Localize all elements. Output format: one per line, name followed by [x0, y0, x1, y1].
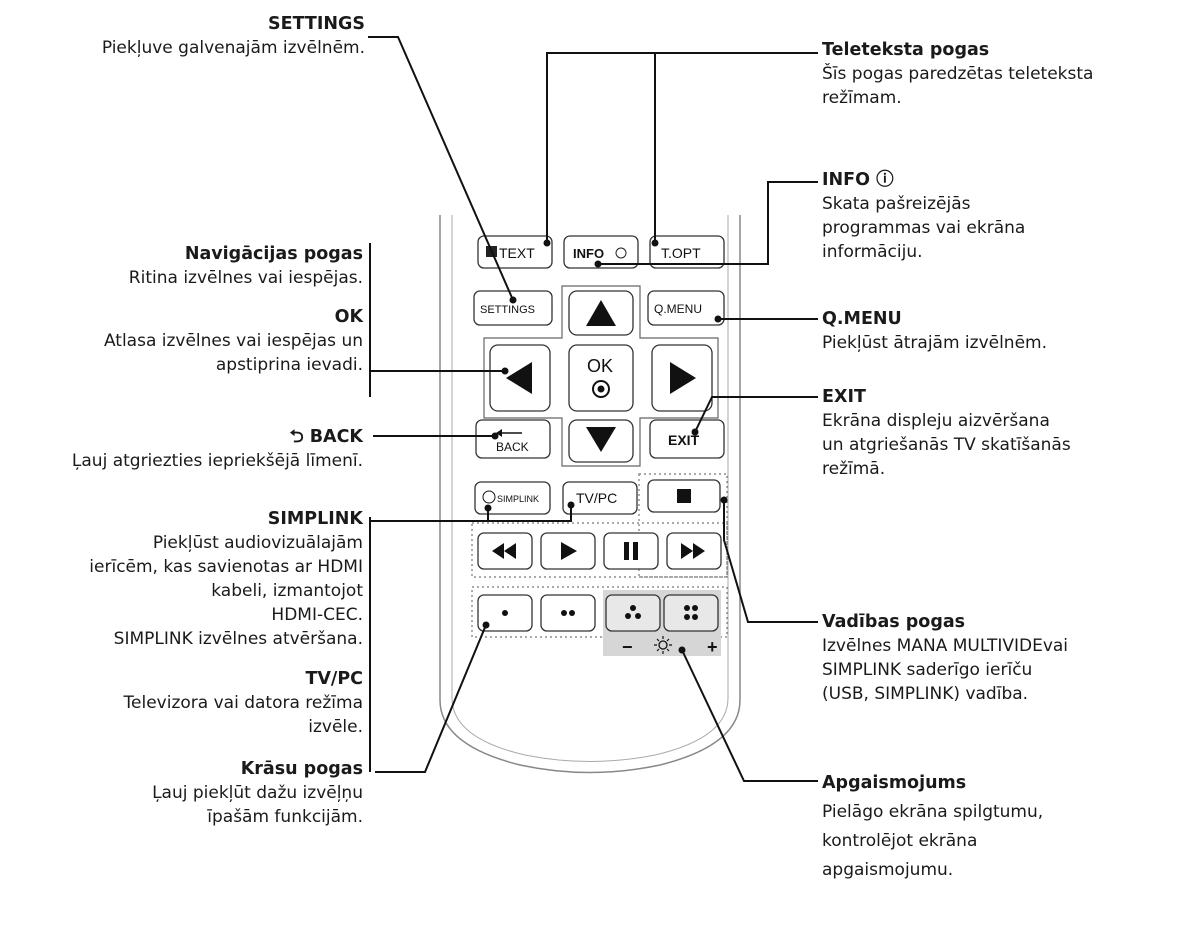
ok-desc: Atlasa izvēlnes vai iespējas un apstipri…	[103, 331, 363, 375]
back-desc: Ļauj atgriezties iepriekšējā līmenī.	[71, 451, 363, 471]
brightness-icon	[654, 636, 672, 654]
topt-button[interactable]: T.OPT	[649, 235, 725, 269]
fast-forward-button[interactable]	[666, 532, 722, 570]
backlight-desc: Pielāgo ekrāna spilgtumu, kontrolējot ek…	[822, 802, 1044, 880]
svg-text:SETTINGS: SETTINGS	[480, 304, 535, 316]
text-button[interactable]: TEXT	[477, 235, 553, 269]
back-label: ⮌ BACK Ļauj atgriezties iepriekšējā līme…	[72, 425, 363, 473]
svg-text:TV/PC: TV/PC	[576, 490, 617, 506]
tvpc-title: TV/PC	[305, 669, 363, 689]
color-buttons-title: Krāsu pogas	[240, 759, 363, 779]
exit-button[interactable]: EXIT	[649, 419, 725, 459]
tvpc-desc: Televizora vai datora režīma izvēle.	[123, 693, 363, 737]
settings-button[interactable]: SETTINGS	[473, 290, 553, 326]
left-arrow-button[interactable]	[489, 344, 551, 412]
control-buttons-title: Vadības pogas	[822, 612, 966, 632]
brightness-minus-label: −	[622, 637, 633, 657]
color-button-2[interactable]	[540, 594, 596, 632]
pause-button[interactable]	[603, 532, 659, 570]
leader-lines	[368, 36, 818, 782]
right-arrow-button[interactable]	[651, 344, 713, 412]
simplink-desc: Piekļūst audiovizuālajām ierīcēm, kas sa…	[89, 533, 363, 649]
svg-text:TEXT: TEXT	[499, 245, 535, 261]
svg-text:BACK: BACK	[496, 440, 529, 454]
exit-label: EXIT Ekrāna displeju aizvēršana un atgri…	[822, 385, 1071, 481]
exit-desc: Ekrāna displeju aizvēršana un atgriešanā…	[822, 411, 1071, 479]
info-desc: Skata pašreizējās programmas vai ekrāna …	[822, 194, 1026, 262]
info-button[interactable]: INFO	[563, 235, 639, 269]
backlight-label: Apgaismojums Pielāgo ekrāna spilgtumu, k…	[822, 769, 1043, 885]
tvpc-label: TV/PC Televizora vai datora režīma izvēl…	[124, 667, 363, 739]
teletext-title: Teleteksta pogas	[822, 40, 990, 60]
info-title: INFO ⓘ	[822, 170, 894, 190]
qmenu-desc: Piekļūst ātrajām izvēlnēm.	[822, 333, 1048, 353]
tvpc-button[interactable]: TV/PC	[562, 481, 638, 515]
svg-text:EXIT: EXIT	[668, 432, 700, 448]
color-button-3[interactable]	[605, 594, 661, 632]
back-button[interactable]: BACK	[475, 419, 551, 459]
navigation-label: Navigācijas pogas Ritina izvēlnes vai ie…	[129, 242, 363, 290]
settings-label: SETTINGS Piekļuve galvenajām izvēlnēm.	[102, 12, 365, 60]
back-title: ⮌ BACK	[289, 427, 363, 447]
simplink-button[interactable]: SIMPLINK	[474, 481, 551, 515]
qmenu-button[interactable]: Q.MENU	[647, 290, 725, 326]
brightness-plus-label: +	[707, 637, 718, 657]
info-label: INFO ⓘ Skata pašreizējās programmas vai …	[822, 168, 1025, 264]
color-button-4[interactable]	[663, 594, 719, 632]
ok-title: OK	[334, 307, 363, 327]
leader-dots	[482, 239, 728, 654]
navigation-desc: Ritina izvēlnes vai iespējas.	[128, 268, 363, 288]
color-button-1[interactable]	[477, 594, 533, 632]
svg-text:Q.MENU: Q.MENU	[654, 302, 702, 316]
play-button[interactable]	[540, 532, 596, 570]
settings-desc: Piekļuve galvenajām izvēlnēm.	[101, 38, 365, 58]
qmenu-title: Q.MENU	[822, 309, 902, 329]
simplink-label: SIMPLINK Piekļūst audiovizuālajām ierīcē…	[89, 507, 363, 651]
backlight-title: Apgaismojums	[822, 773, 967, 793]
rewind-button[interactable]	[477, 532, 533, 570]
exit-title: EXIT	[822, 387, 866, 407]
qmenu-label: Q.MENU Piekļūst ātrajām izvēlnēm.	[822, 307, 1047, 355]
ok-label: OK Atlasa izvēlnes vai iespējas un apsti…	[104, 305, 363, 377]
navigation-title: Navigācijas pogas	[184, 244, 363, 264]
svg-text:OK: OK	[587, 356, 613, 376]
color-buttons-label: Krāsu pogas Ļauj piekļūt dažu izvēļņu īp…	[152, 757, 363, 829]
stop-button[interactable]	[647, 479, 721, 513]
settings-title: SETTINGS	[268, 14, 365, 34]
teletext-desc: Šīs pogas paredzētas teleteksta režīmam.	[822, 64, 1094, 108]
color-buttons-desc: Ļauj piekļūt dažu izvēļņu īpašām funkcij…	[152, 783, 363, 827]
svg-text:T.OPT: T.OPT	[661, 245, 701, 261]
control-buttons-label: Vadības pogas Izvēlnes MANA MULTIVIDEvai…	[822, 610, 1068, 706]
down-arrow-button[interactable]	[568, 419, 634, 463]
svg-text:INFO: INFO	[573, 246, 604, 261]
ok-button[interactable]: OK	[568, 344, 634, 412]
control-buttons-desc: Izvēlnes MANA MULTIVIDEvai SIMPLINK sade…	[822, 636, 1069, 704]
svg-text:SIMPLINK: SIMPLINK	[497, 494, 539, 504]
up-arrow-button[interactable]	[568, 290, 634, 336]
teletext-label: Teleteksta pogas Šīs pogas paredzētas te…	[822, 38, 1093, 110]
simplink-title: SIMPLINK	[267, 509, 363, 529]
